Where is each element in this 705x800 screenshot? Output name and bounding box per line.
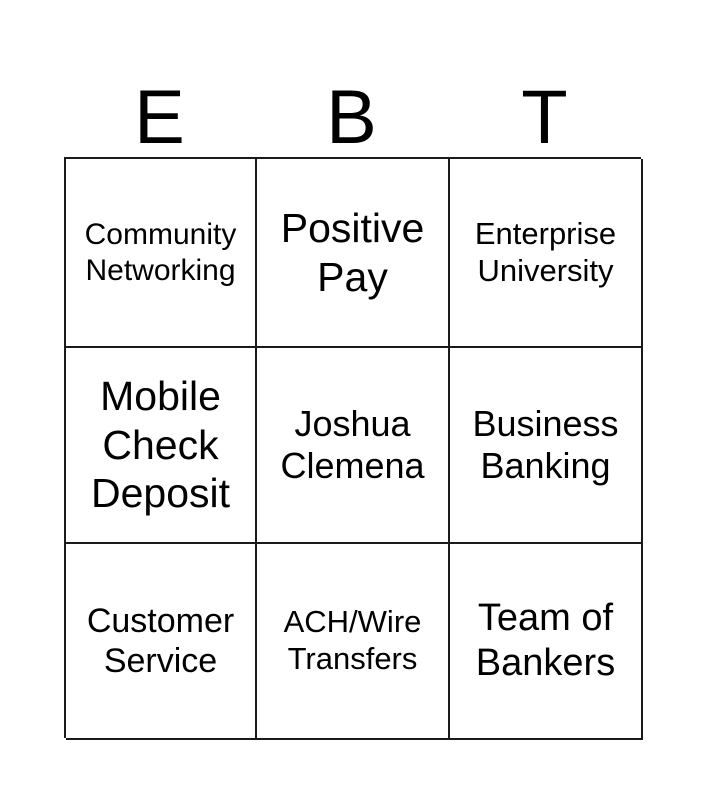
bingo-cell-r3c3[interactable]: Team of Bankers (450, 544, 643, 740)
bingo-cell-label: Positive Pay (280, 205, 425, 300)
bingo-cell-label: Mobile Check Deposit (90, 373, 230, 517)
bingo-header-letter-t: T (521, 74, 568, 160)
bingo-cell-r1c3[interactable]: Enterprise University (450, 159, 643, 348)
bingo-cell-r2c2[interactable]: Joshua Clemena (257, 348, 450, 544)
bingo-cell-label: ACH/Wire Transfers (283, 604, 422, 676)
bingo-cell-label: Joshua Clemena (280, 402, 425, 486)
bingo-cell-label: Enterprise University (474, 215, 617, 288)
bingo-cell-r2c1[interactable]: Mobile Check Deposit (66, 348, 257, 544)
bingo-cell-r3c2[interactable]: ACH/Wire Transfers (257, 544, 450, 740)
bingo-cell-label: Community Networking (84, 218, 237, 287)
bingo-cell-r1c1[interactable]: Community Networking (66, 159, 257, 348)
bingo-grid: Community Networking Positive Pay Enterp… (64, 157, 643, 740)
bingo-header-cell-2: T (448, 62, 641, 160)
bingo-cell-r3c1[interactable]: Customer Service (66, 544, 257, 740)
bingo-header-row: E B T (64, 62, 641, 160)
bingo-cell-label: Customer Service (86, 601, 235, 680)
bingo-header-cell-1: B (255, 62, 448, 160)
bingo-cell-label: Business Banking (472, 402, 619, 486)
bingo-cell-label: Team of Bankers (475, 597, 616, 684)
bingo-cell-r2c3[interactable]: Business Banking (450, 348, 643, 544)
bingo-header-cell-0: E (64, 62, 255, 160)
bingo-header-letter-b: B (326, 74, 377, 160)
bingo-header-letter-e: E (134, 74, 185, 160)
bingo-cell-r1c2[interactable]: Positive Pay (257, 159, 450, 348)
